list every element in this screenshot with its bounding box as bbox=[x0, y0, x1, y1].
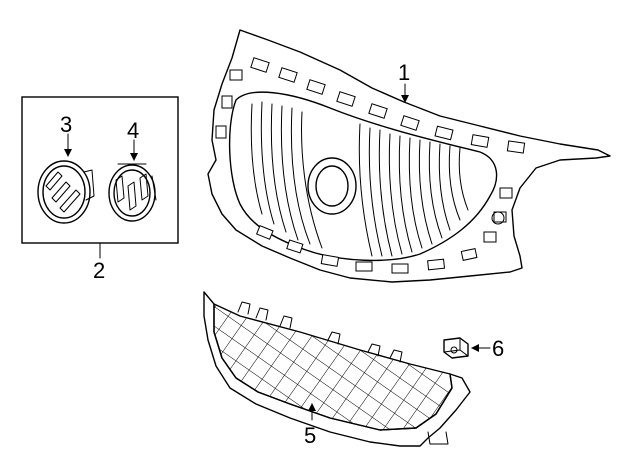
upper-grille-icon bbox=[207, 29, 611, 283]
callout-6: 6 bbox=[492, 336, 504, 361]
emblem-icon bbox=[37, 160, 95, 224]
emblem-icon bbox=[108, 163, 157, 222]
clip-icon bbox=[443, 337, 469, 359]
callout-2: 2 bbox=[93, 258, 105, 283]
callout-3: 3 bbox=[60, 112, 72, 137]
lower-grille-mesh-icon bbox=[203, 291, 471, 447]
callout-5: 5 bbox=[304, 423, 316, 448]
callout-1: 1 bbox=[398, 60, 410, 85]
callout-4: 4 bbox=[127, 118, 139, 143]
